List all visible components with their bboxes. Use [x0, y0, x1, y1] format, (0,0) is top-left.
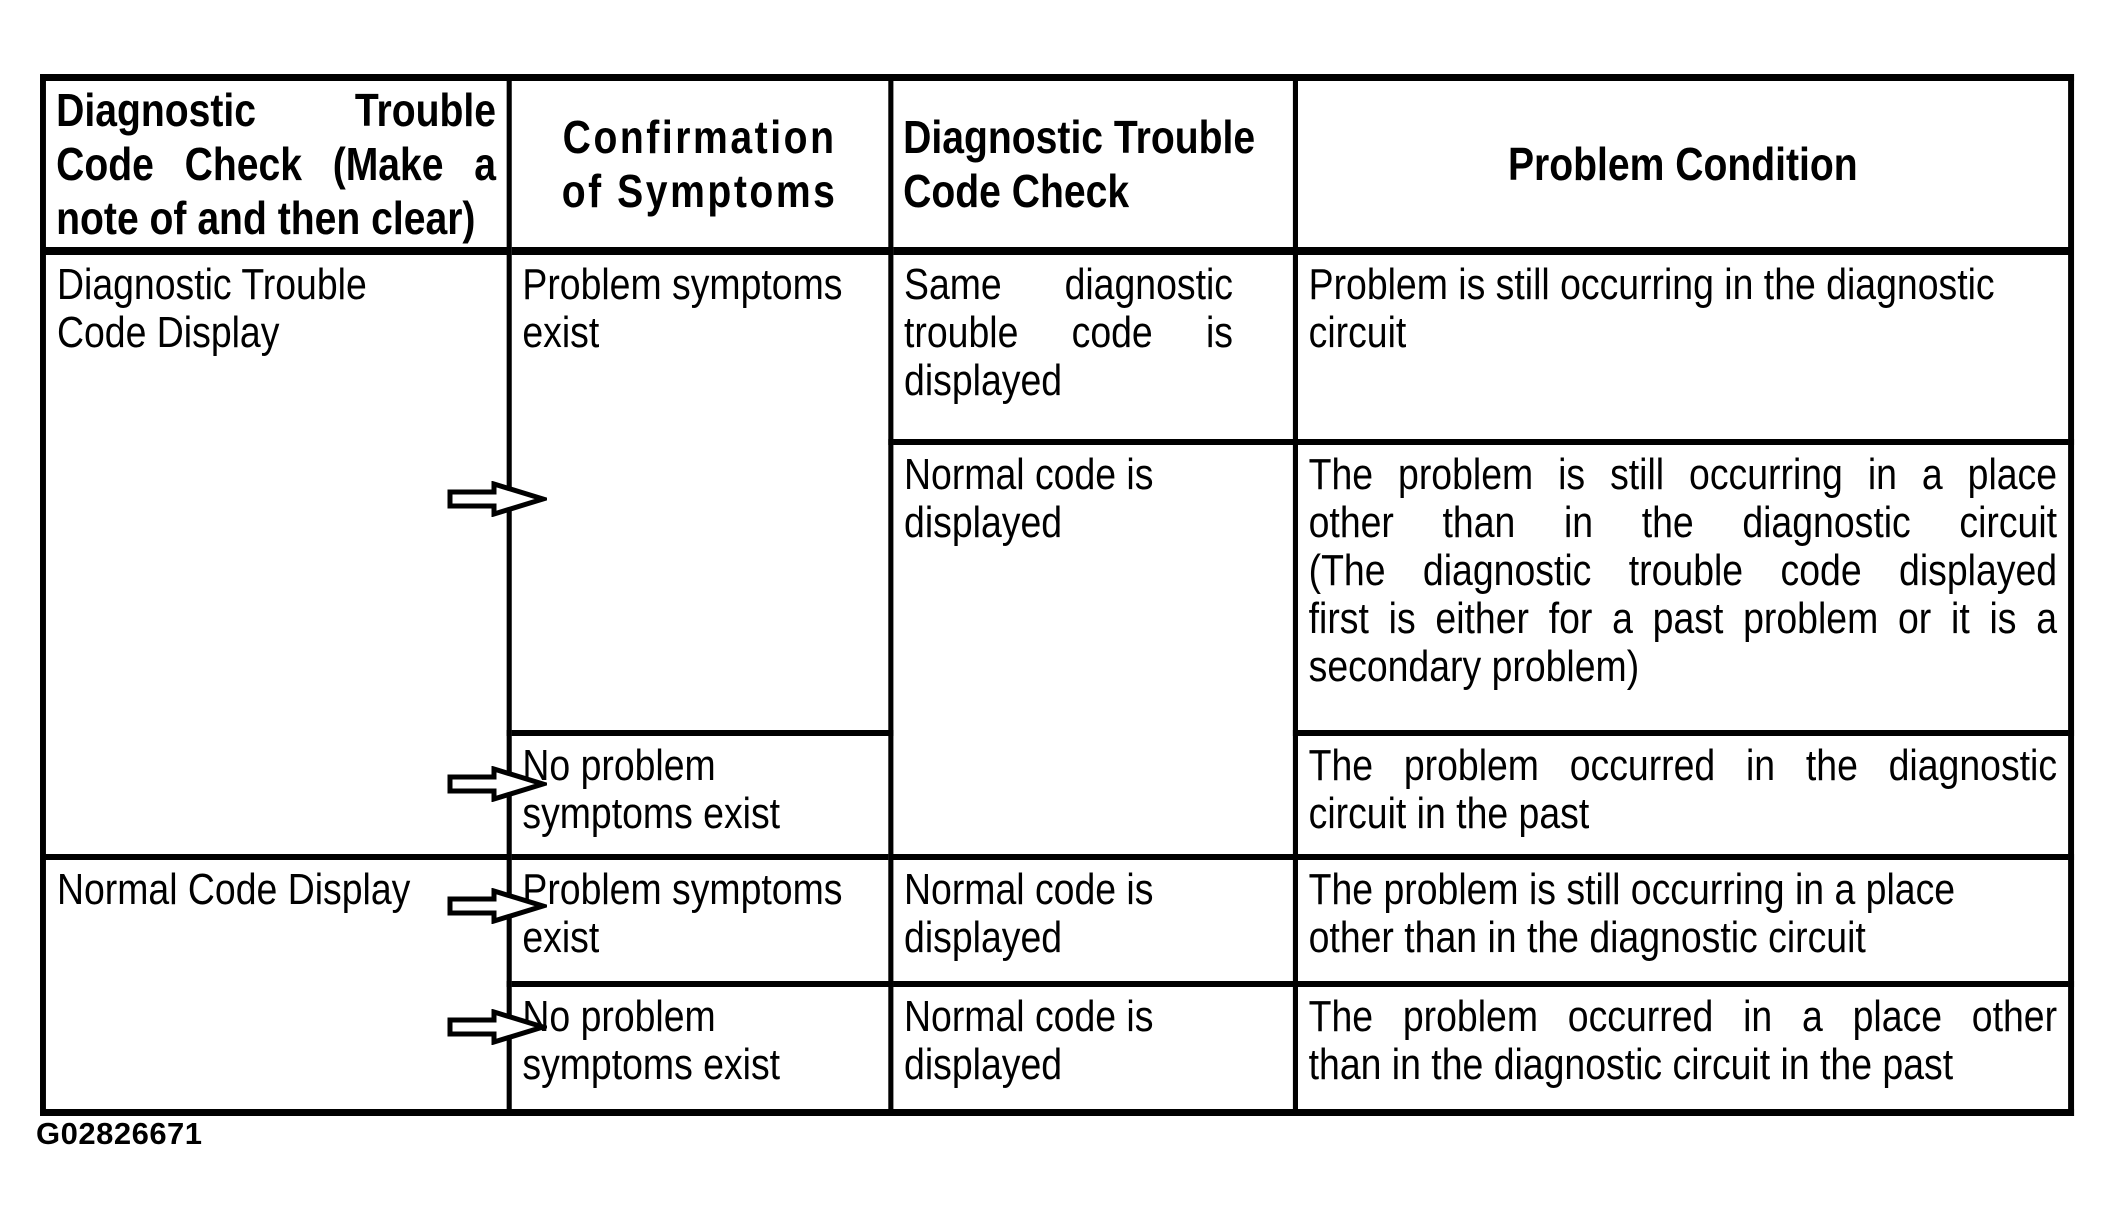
right-arrow-icon — [447, 888, 547, 924]
figure-id: G02826671 — [36, 1116, 203, 1151]
right-arrow-icon — [447, 1009, 547, 1045]
cell-problem-other-place: The problem is still occurring in a plac… — [1292, 854, 2074, 987]
cell-problem-other-place-secondary: The problem is still occurring in a plac… — [1292, 439, 2074, 736]
header-problem-condition: Problem Condition — [1292, 74, 2074, 255]
right-arrow-icon — [447, 481, 547, 517]
cell-normal-code-display: Normal Code Display — [40, 854, 512, 1115]
right-arrow-icon — [447, 766, 547, 802]
cell-problem-still-occurring-diagnostic: Problem is still occurring in the diagno… — [1292, 248, 2074, 445]
